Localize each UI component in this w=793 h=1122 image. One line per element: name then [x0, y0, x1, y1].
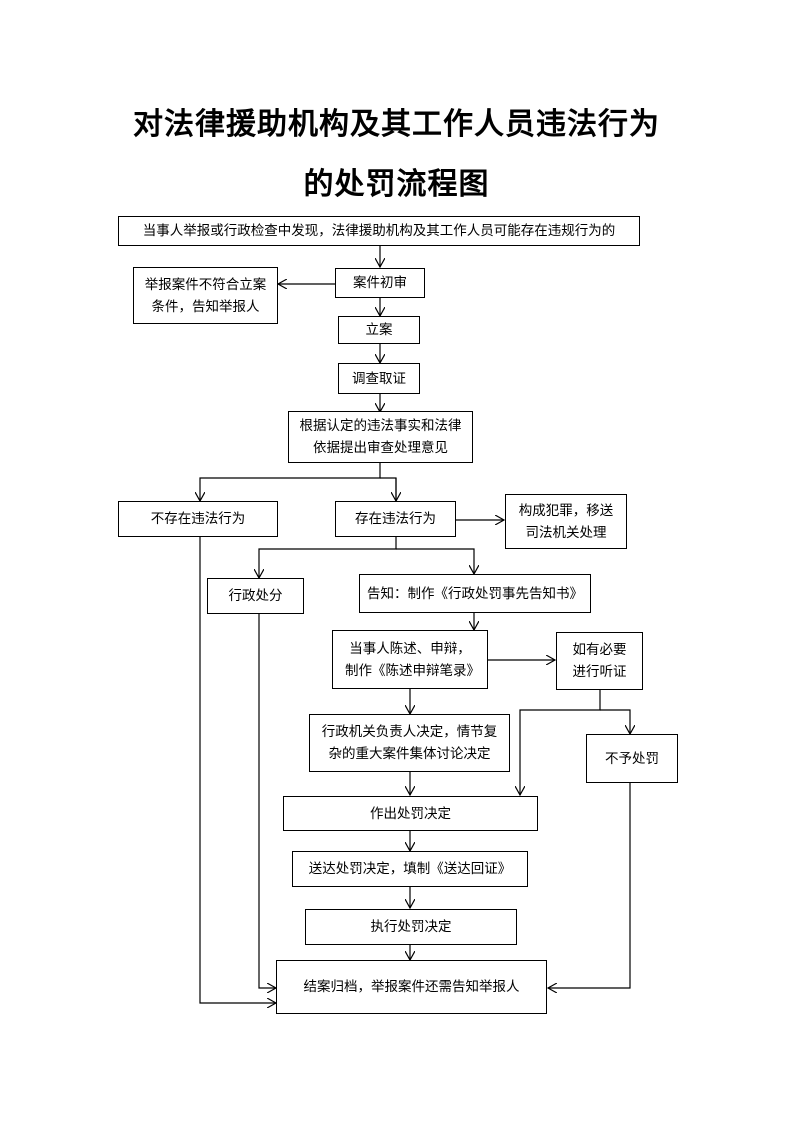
not-qualified-box: 举报案件不符合立案条件，告知举报人: [133, 267, 278, 324]
split-line-violation: [259, 537, 397, 578]
split-line-review-opinion: [200, 462, 381, 501]
statement-box: 当事人陈述、申辩，制作《陈述申辩笔录》: [332, 630, 488, 689]
page-title: 对法律援助机构及其工作人员违法行为: [133, 107, 660, 142]
arrow-no-violation-to-close: [199, 537, 276, 1003]
filing-box: 立案: [338, 316, 420, 344]
execute-decision-box: 执行处罚决定: [305, 909, 517, 945]
split-line-hearing: [520, 690, 601, 795]
arrow-no-penalty-to-close: [548, 783, 631, 988]
start-box: 当事人举报或行政检查中发现，法律援助机构及其工作人员可能存在违规行为的: [118, 216, 640, 246]
arrow-review-opinion-to-violation: [380, 477, 397, 501]
violation-box: 存在违法行为: [335, 501, 456, 537]
review-opinion-box: 根据认定的违法事实和法律依据提出审查处理意见: [288, 411, 473, 463]
no-violation-box: 不存在违法行为: [118, 501, 278, 537]
close-case-box: 结案归档，举报案件还需告知举报人: [276, 960, 547, 1014]
decision-by-head-box: 行政机关负责人决定，情节复杂的重大案件集体讨论决定: [309, 714, 510, 772]
investigation-box: 调查取证: [338, 363, 420, 394]
page-subtitle: 的处罚流程图: [303, 167, 490, 202]
notice-box: 告知：制作《行政处罚事先告知书》: [359, 574, 591, 613]
hearing-box: 如有必要进行听证: [556, 632, 643, 690]
initial-review-box: 案件初审: [335, 268, 425, 298]
crime-transfer-box: 构成犯罪，移送司法机关处理: [505, 494, 627, 549]
no-penalty-box: 不予处罚: [586, 734, 678, 783]
deliver-decision-box: 送达处罚决定，填制《送达回证》: [292, 851, 528, 887]
make-decision-box: 作出处罚决定: [283, 796, 538, 831]
arrow-admin-penalty-to-close: [258, 613, 276, 988]
admin-penalty-box: 行政处分: [207, 578, 304, 614]
